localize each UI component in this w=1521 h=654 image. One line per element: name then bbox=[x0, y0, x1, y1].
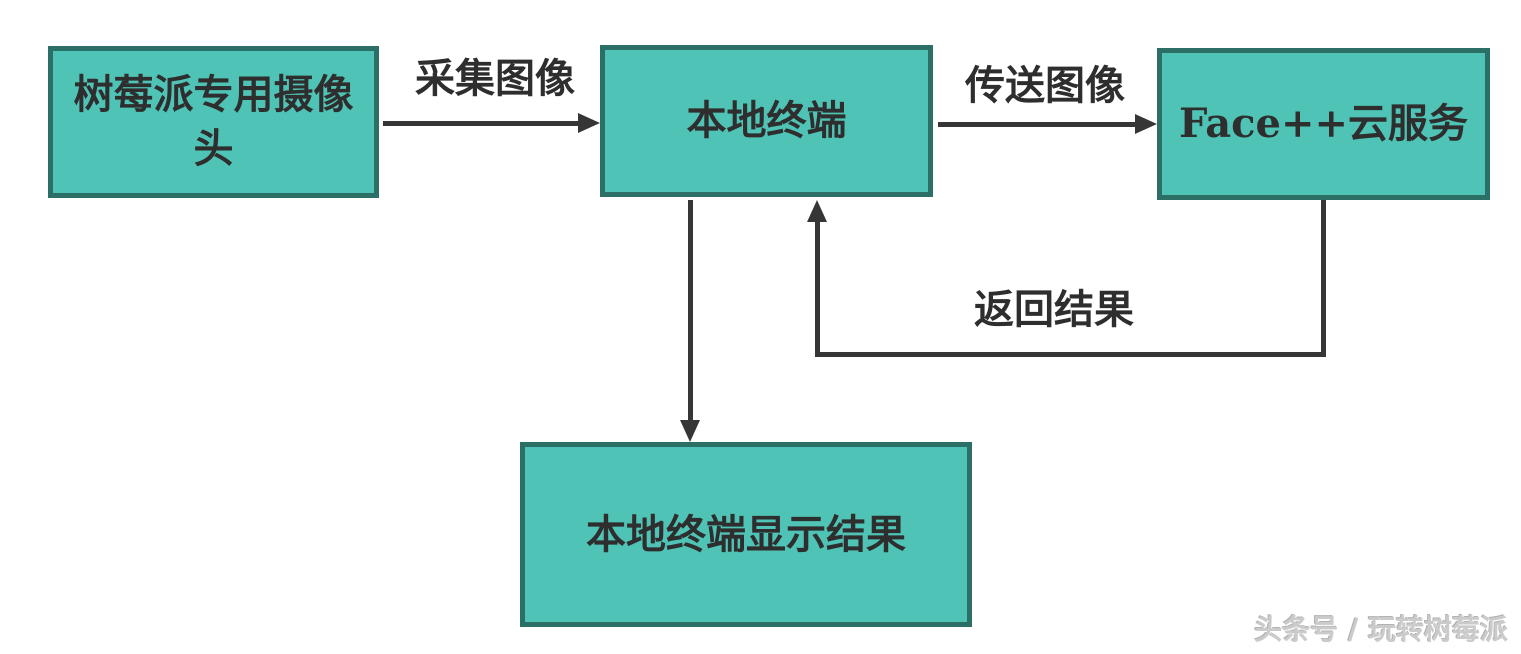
edge-display-line bbox=[688, 200, 693, 422]
node-local-terminal: 本地终端 bbox=[600, 45, 933, 197]
watermark-text: 头条号 / 玩转树莓派 bbox=[1254, 613, 1508, 646]
node-face-cloud: Face++云服务 bbox=[1157, 48, 1490, 200]
edge-transmit-label: 传送图像 bbox=[965, 62, 1125, 109]
arrowhead-right-icon bbox=[1135, 114, 1157, 134]
arrowhead-right-icon bbox=[578, 113, 600, 133]
node-local-terminal-label: 本地终端 bbox=[686, 97, 847, 144]
edge-return-line-horizontal bbox=[815, 352, 1326, 357]
edge-transmit-line bbox=[938, 122, 1136, 127]
edge-return-label: 返回结果 bbox=[974, 286, 1134, 333]
node-camera-label: 树莓派专用摄像头 bbox=[73, 71, 354, 172]
node-result-display-label: 本地终端显示结果 bbox=[586, 510, 906, 558]
node-camera: 树莓派专用摄像头 bbox=[48, 46, 379, 198]
edge-capture-line bbox=[383, 121, 580, 126]
arrowhead-down-icon bbox=[680, 420, 700, 442]
arrowhead-up-icon bbox=[807, 200, 827, 222]
edge-return-line-up bbox=[815, 220, 820, 355]
node-result-display: 本地终端显示结果 bbox=[520, 442, 972, 627]
node-face-cloud-label: Face++云服务 bbox=[1179, 100, 1468, 147]
edge-return-line-down bbox=[1321, 200, 1326, 357]
edge-capture-label: 采集图像 bbox=[415, 55, 575, 102]
